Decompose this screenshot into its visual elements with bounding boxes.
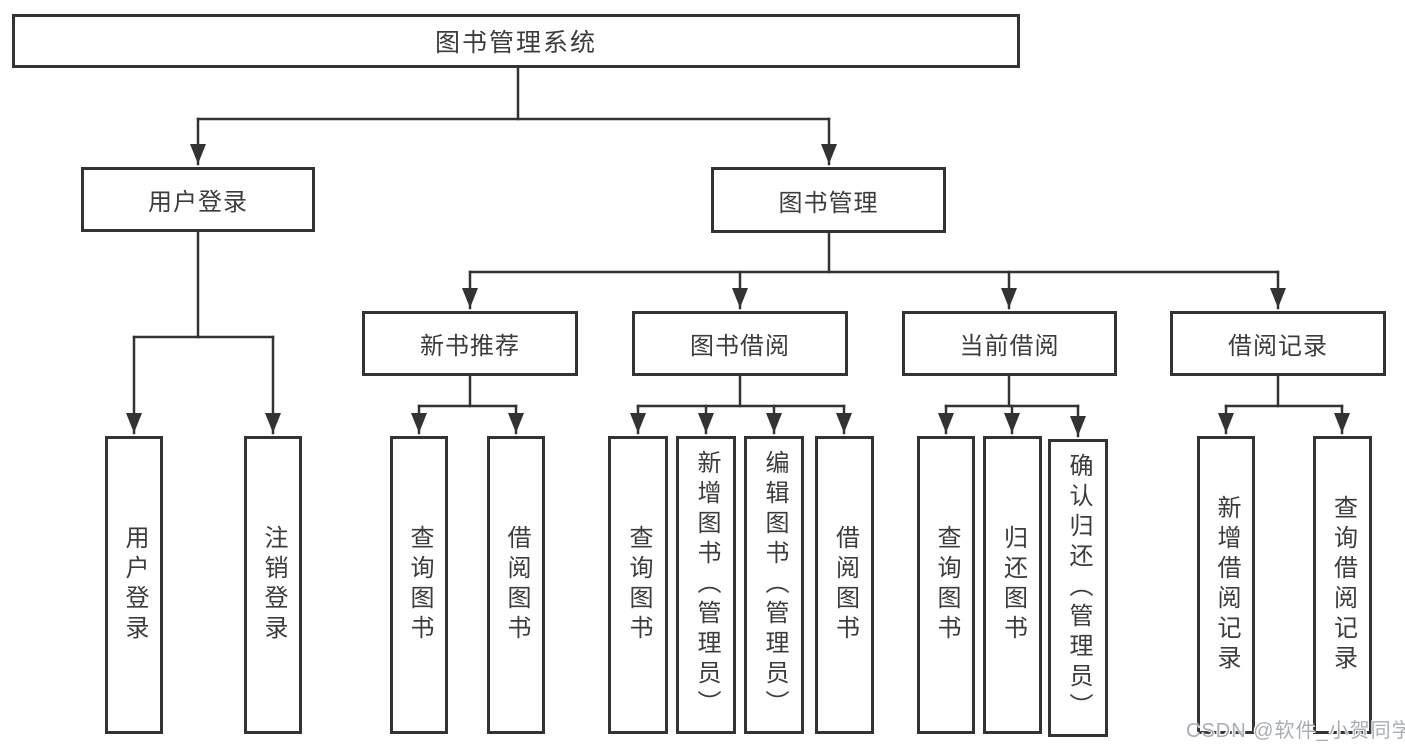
node-new-book-recommend: 新书推荐 — [362, 311, 578, 376]
node-user-login: 用户登录 — [81, 167, 315, 232]
leaf-query-books-newbook: 查询图书 — [390, 436, 448, 734]
leaf-add-books-admin: 新增图书（管理员） — [676, 436, 736, 734]
node-current-borrowing: 当前借阅 — [902, 311, 1117, 376]
leaf-return-books: 归还图书 — [983, 436, 1042, 734]
leaf-user-login: 用户登录 — [105, 436, 163, 734]
node-borrowing-records: 借阅记录 — [1170, 311, 1386, 376]
leaf-query-borrow-record: 查询借阅记录 — [1313, 436, 1372, 734]
node-root-system: 图书管理系统 — [12, 14, 1020, 68]
node-book-management: 图书管理 — [711, 167, 946, 233]
node-book-borrowing: 图书借阅 — [632, 311, 848, 376]
leaf-edit-books-admin: 编辑图书（管理员） — [744, 436, 804, 734]
leaf-logout-login: 注销登录 — [244, 436, 302, 734]
csdn-watermark: CSDN @软件_小贺同学 — [1186, 720, 1405, 742]
leaf-add-borrow-record: 新增借阅记录 — [1197, 436, 1255, 734]
leaf-borrow-books-borrowing: 借阅图书 — [815, 436, 874, 734]
leaf-borrow-books-newbook: 借阅图书 — [487, 436, 545, 734]
leaf-confirm-return-admin: 确认归还（管理员） — [1048, 439, 1108, 737]
leaf-query-books-borrowing: 查询图书 — [608, 436, 668, 734]
leaf-query-books-current: 查询图书 — [917, 436, 975, 734]
